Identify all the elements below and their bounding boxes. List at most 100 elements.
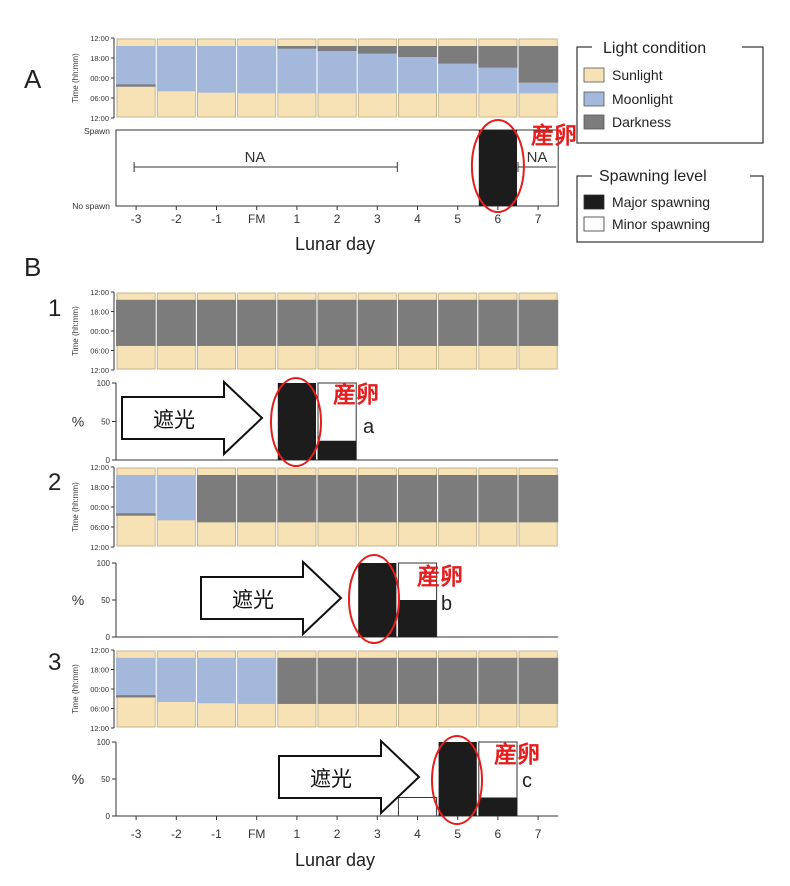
b2-major-bar-4: [398, 600, 437, 637]
b3-light-dark-6: [477, 657, 518, 704]
a-light-moon-1: [276, 46, 317, 94]
b-xtick-label-4: 1: [294, 827, 301, 841]
b2-light-dark-4: [397, 475, 438, 523]
experiment-2-number: 2: [48, 469, 61, 496]
legend-light: Light condition Sunlight Moonlight Darkn…: [576, 36, 764, 144]
b1-major-bar-2: [318, 440, 357, 460]
legend-spawn-title: Spawning level: [599, 168, 707, 185]
b-xtick-label-0: -3: [131, 827, 142, 841]
b3-light-moon--3: [116, 657, 157, 698]
b1-annotation: 産卵: [333, 381, 379, 408]
b-xtick-label-6: 3: [374, 827, 381, 841]
legend-spawn: Spawning level Major spawning Minor spaw…: [576, 164, 764, 243]
b3-light-ytick-label-2: 00:00: [90, 685, 109, 694]
b1-major-bar-1: [277, 383, 316, 460]
legend-label-minor: Minor spawning: [612, 216, 710, 232]
b2-light-ylabel: Time (hh:mm): [71, 482, 80, 532]
b2-light-moon--3: [116, 475, 157, 516]
a-xtick-label-10: 7: [535, 212, 542, 226]
b3-light-dark-2: [317, 657, 358, 704]
b2-highlight-ellipse: [348, 554, 400, 644]
b1-light-ytick-label-1: 18:00: [90, 308, 109, 317]
legend-label-darkness: Darkness: [612, 114, 671, 130]
b3-ytick-label-0: 100: [97, 738, 111, 747]
b2-light-dark-3: [357, 475, 398, 523]
b2-major-bar-3: [358, 563, 397, 637]
b1-light-dark-5: [437, 299, 478, 346]
b3-light-moon-FM: [236, 657, 277, 704]
b1-light-dark--1: [196, 299, 237, 346]
legend-light-title: Light condition: [603, 40, 706, 57]
b3-light-ytick-label-1: 18:00: [90, 666, 109, 675]
b2-light-dark-7: [518, 475, 559, 523]
a-xtick-label-0: -3: [131, 212, 142, 226]
a-light-ytick-label-3: 06:00: [90, 94, 109, 103]
b2-ytick-label-0: 100: [97, 559, 111, 568]
b3-shade-label: 遮光: [310, 767, 352, 791]
a-xtick-label-1: -2: [171, 212, 182, 226]
b2-light-ytick-label-3: 06:00: [90, 523, 109, 532]
b-xtick-label-2: -1: [211, 827, 222, 841]
legend-swatch-moonlight: [583, 91, 605, 107]
experiment-3-number: 3: [48, 649, 61, 676]
b1-ylabel: %: [72, 414, 84, 430]
a-light-moon--3: [116, 46, 157, 87]
b-xtick-label-5: 2: [334, 827, 341, 841]
b3-ytick-label-2: 0: [106, 812, 111, 821]
legend-label-major: Major spawning: [612, 194, 710, 210]
b3-light-dark-1: [276, 657, 317, 704]
a-annotation: 産卵: [531, 122, 577, 149]
a-light-moon--1: [196, 46, 237, 93]
b1-light-dark-6: [477, 299, 518, 346]
b1-light-ytick-label-3: 06:00: [90, 347, 109, 356]
a-spawn-label-bottom: No spawn: [72, 201, 110, 211]
x-axis-label-a: Lunar day: [295, 234, 375, 254]
a-na-label-1: NA: [245, 149, 266, 166]
b2-annotation: 産卵: [417, 563, 463, 590]
a-light-moon-5: [437, 63, 478, 94]
b1-ytick-label-0: 100: [97, 379, 111, 388]
b3-ytick-label-1: 50: [101, 775, 110, 784]
a-light-dark-4: [397, 46, 438, 57]
legend-swatch-minor: [583, 216, 605, 232]
a-light-moon-6: [477, 67, 518, 94]
a-spawn-label-top: Spawn: [84, 126, 110, 136]
b2-light-ytick-label-4: 12:00: [90, 543, 109, 552]
a-light-moon-4: [397, 57, 438, 94]
a-na-label-2: NA: [527, 149, 548, 166]
legend-label-moonlight: Moonlight: [612, 91, 673, 107]
b3-annotation: 産卵: [494, 741, 540, 768]
legend-swatch-major: [583, 194, 605, 210]
a-light-dark-6: [477, 46, 518, 68]
b2-light-dark-FM: [236, 475, 277, 523]
a-major-bar-6: [478, 130, 517, 206]
b3-major-bar-6: [478, 797, 517, 816]
b3-light-ytick-label-3: 06:00: [90, 705, 109, 714]
b1-light-ytick-label-2: 00:00: [90, 327, 109, 336]
a-light-ylabel: Time (hh:mm): [71, 53, 80, 103]
b3-light-ytick-label-4: 12:00: [90, 724, 109, 733]
a-light-dark-2: [317, 46, 358, 51]
legend-spawn-title-bg: [592, 164, 750, 186]
a-light-dark-1: [276, 46, 317, 49]
a-light-ytick-label-4: 12:00: [90, 114, 109, 123]
a-light-dark-7: [518, 46, 559, 83]
a-light-moon-3: [357, 53, 398, 94]
b1-light-ytick-label-0: 12:00: [90, 288, 109, 297]
a-xtick-label-3: FM: [248, 212, 265, 226]
a-xtick-label-9: 6: [495, 212, 502, 226]
b3-major-bar-5: [438, 742, 477, 816]
a-light-dark-3: [357, 46, 398, 54]
b1-light-dark-2: [317, 299, 358, 346]
a-xtick-label-4: 1: [294, 212, 301, 226]
b-xtick-label-8: 5: [454, 827, 461, 841]
a-xtick-label-2: -1: [211, 212, 222, 226]
b2-light-dark-1: [276, 475, 317, 523]
b2-ytick-label-2: 0: [106, 633, 111, 642]
a-light-moon-7: [518, 82, 559, 94]
b1-ytick-label-1: 50: [101, 418, 110, 427]
b1-light-dark-1: [276, 299, 317, 346]
